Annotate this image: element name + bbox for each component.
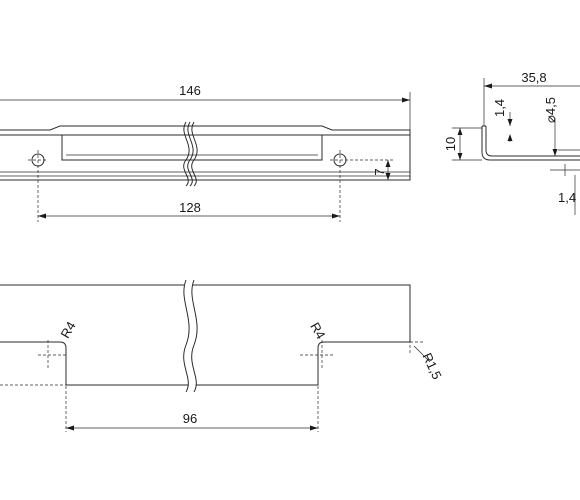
dim-overall-length: 146 <box>179 83 201 98</box>
top-view: 146 7 128 <box>0 83 411 222</box>
dim-profile-width: 35,8 <box>521 70 546 85</box>
bottom-view: R4 R4 R1,5 96 <box>0 278 445 432</box>
dim-corner-radius: R1,5 <box>419 350 444 381</box>
dim-hole-spacing: 128 <box>179 200 201 215</box>
dim-thickness: 1,4 <box>492 99 507 117</box>
dim-thickness-bottom: 1,4 <box>558 190 576 205</box>
dim-radius-right: R4 <box>307 320 328 342</box>
dim-radius-left: R4 <box>57 319 78 341</box>
dim-hole-offset: 7 <box>372 168 387 175</box>
dim-height: 10 <box>443 137 458 151</box>
side-profile-view: 35,8 10 1,4 ⌀4,5 1,4 <box>443 70 580 215</box>
dim-hole-diameter: ⌀4,5 <box>543 97 558 123</box>
dim-cutout-spacing: 96 <box>183 411 197 426</box>
